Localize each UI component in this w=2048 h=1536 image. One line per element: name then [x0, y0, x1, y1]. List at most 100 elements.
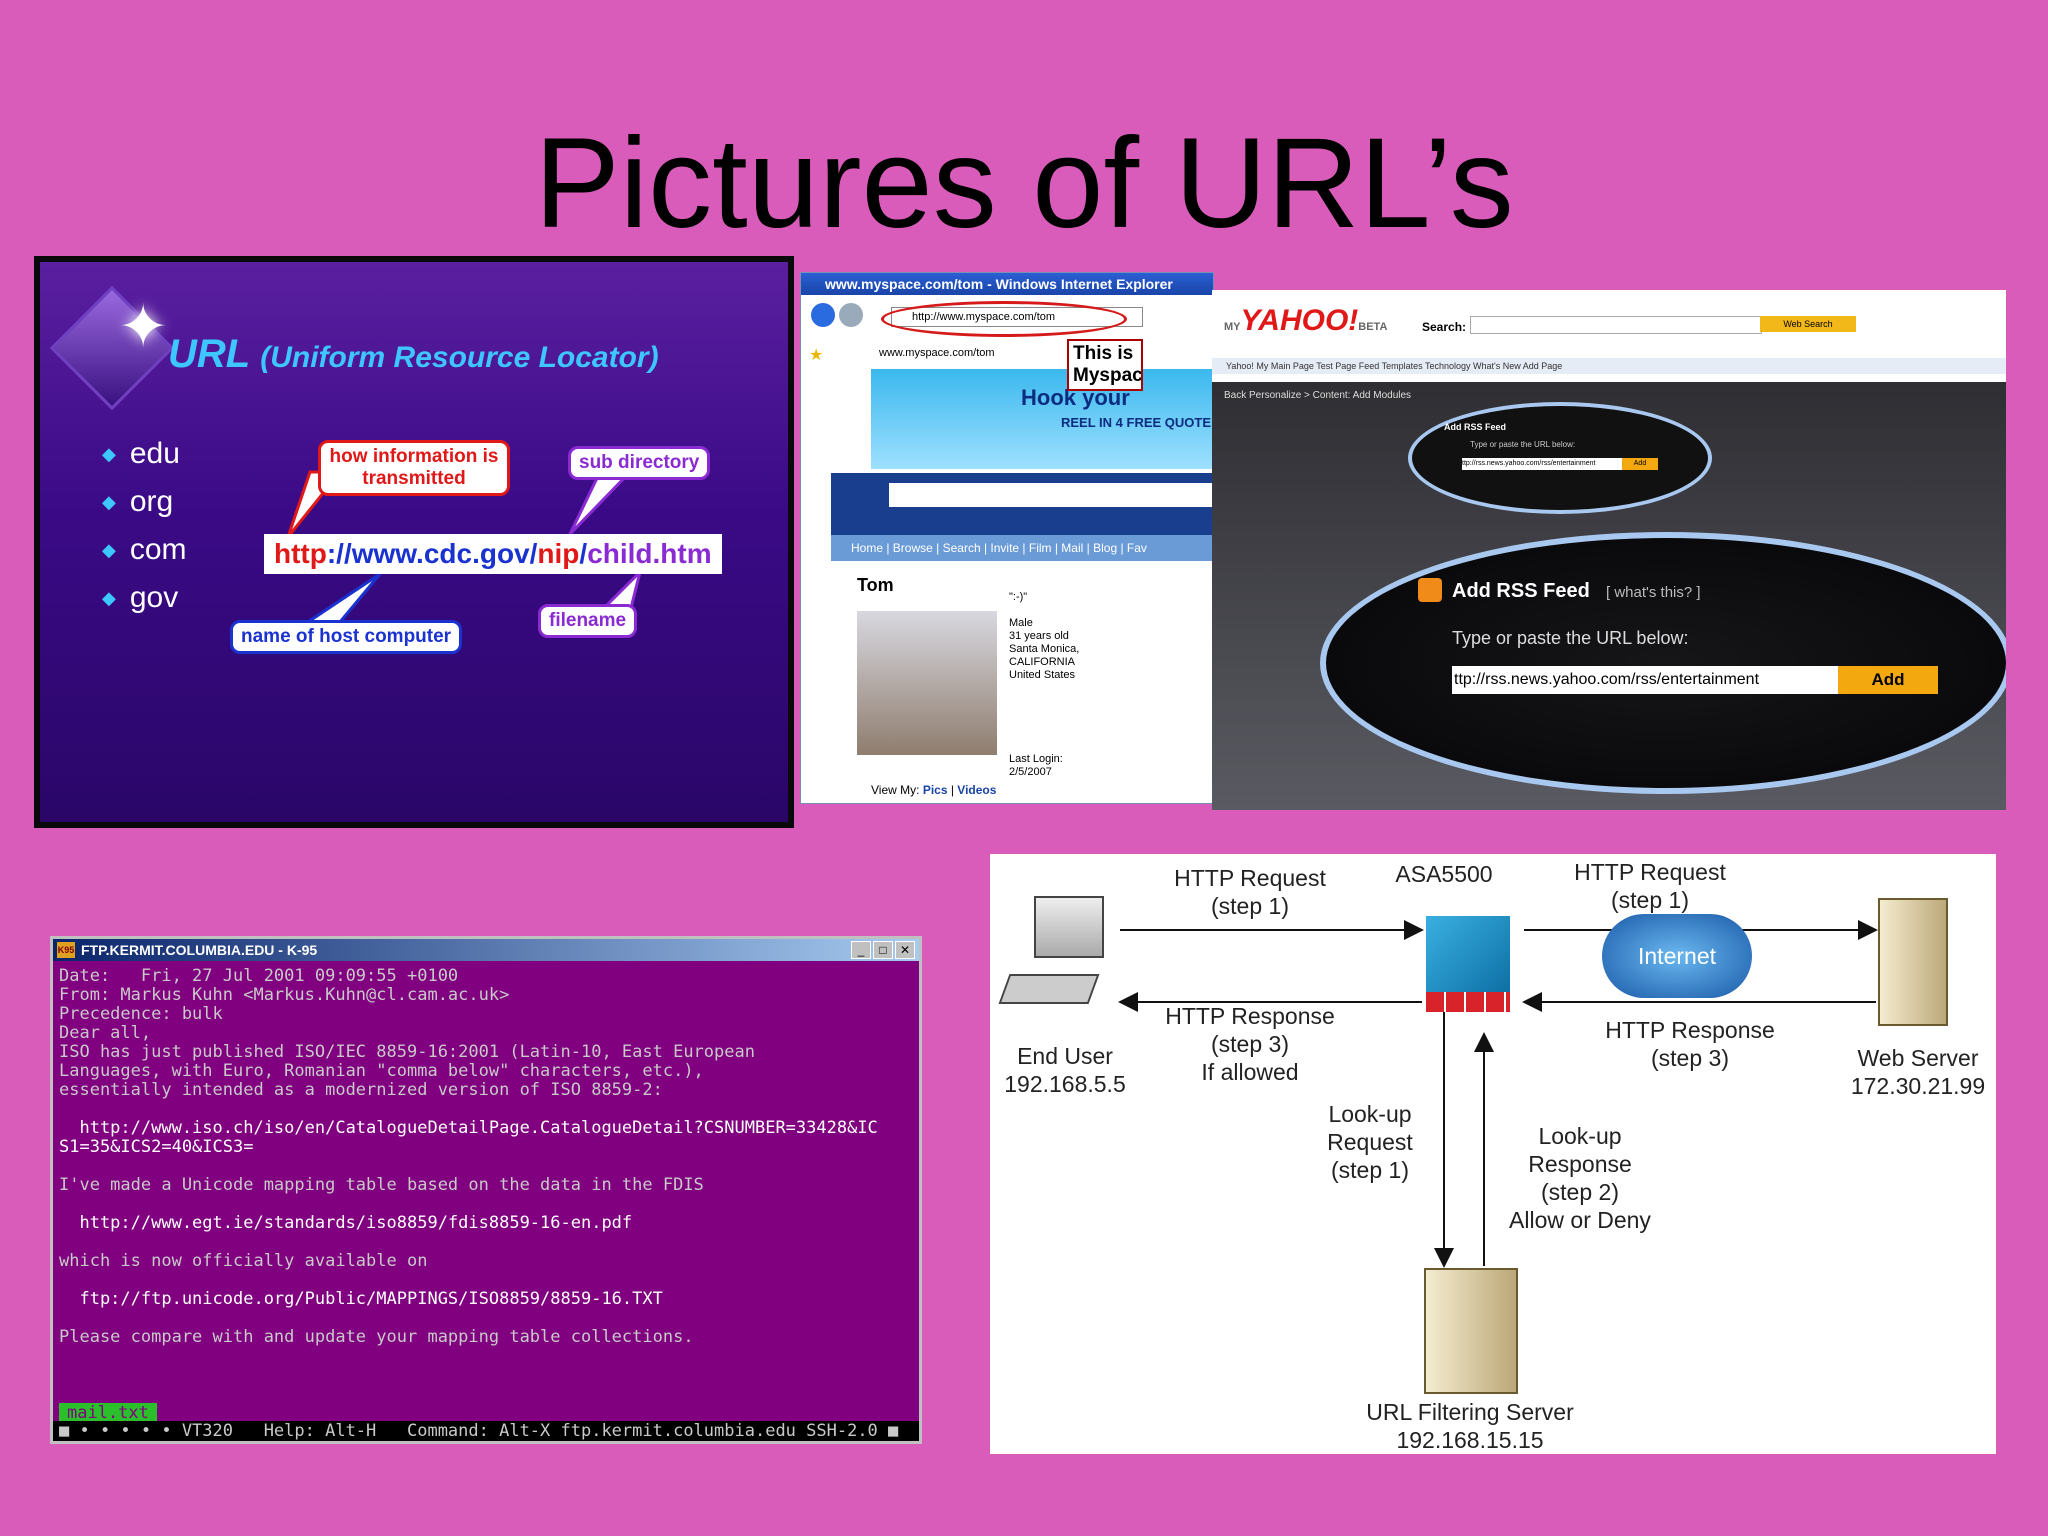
view-my-links: View My: Pics | Videos — [871, 783, 996, 797]
rss-icon — [1418, 578, 1442, 602]
end-user-label: End User — [1017, 1043, 1113, 1069]
profile-info-line: 31 years old — [1009, 630, 1069, 642]
ad-banner[interactable] — [871, 369, 1213, 469]
tld-label: edu — [129, 437, 180, 470]
end-user-ip: 192.168.5.5 — [1004, 1071, 1126, 1097]
k95-app-icon: K95 — [57, 942, 75, 958]
terminal-link: S1=35&ICS2=40&ICS3= — [59, 1137, 254, 1157]
diamond-bullet-icon: ◆ — [102, 588, 116, 608]
overlay-caption: This is Myspac — [1067, 339, 1143, 391]
web-server-label: Web Server — [1857, 1045, 1979, 1071]
videos-link[interactable]: Videos — [957, 783, 997, 797]
profile-info-line: Santa Monica, — [1009, 643, 1080, 655]
yahoo-nav[interactable]: Yahoo! My Main Page Test Page Feed Templ… — [1212, 358, 2006, 374]
response-step: (step 3) — [1211, 1031, 1289, 1057]
web-search-button[interactable]: Web Search — [1760, 316, 1856, 332]
page-title: Pictures of URL’s — [534, 112, 1514, 255]
add-button[interactable]: Add — [1838, 666, 1938, 694]
diamond-bullet-icon: ◆ — [102, 540, 116, 560]
back-icon[interactable] — [811, 303, 835, 327]
yahoo-search-input[interactable] — [1470, 316, 1762, 334]
breadcrumb[interactable]: Back Personalize > Content: Add Modules — [1224, 390, 1412, 401]
list-item: ◆gov — [102, 574, 187, 622]
yahoo-logo-beta: BETA — [1358, 321, 1388, 333]
lookup-response-step: (step 2) — [1541, 1179, 1619, 1205]
myspace-search-input[interactable] — [889, 483, 1213, 507]
response-label: HTTP Response — [1165, 1003, 1335, 1029]
response-condition: If allowed — [1201, 1059, 1299, 1085]
terminal-line: Date: Fri, 27 Jul 2001 09:09:55 +0100 — [59, 966, 459, 986]
profile-info: ":-)" Male 31 years old Santa Monica, CA… — [1009, 591, 1079, 682]
rss-title: Add RSS Feed — [1452, 580, 1590, 602]
web-server-ip: 172.30.21.99 — [1850, 1073, 1986, 1099]
profile-info-line: CALIFORNIA — [1009, 656, 1076, 668]
status-bar: ■ • • • • • VT320 Help: Alt-H Command: A… — [53, 1421, 919, 1441]
request-step: (step 1) — [1611, 887, 1689, 913]
view-my-label: View My: — [871, 783, 920, 797]
terminal-line: ISO has just published ISO/IEC 8859-16:2… — [59, 1042, 755, 1062]
terminal-title-bar: FTP.KERMIT.COLUMBIA.EDU - K-95 — [53, 939, 919, 961]
myspace-nav[interactable]: Home | Browse | Search | Invite | Film |… — [831, 535, 1213, 561]
list-item: ◆ com — [102, 526, 187, 574]
small-add-button[interactable]: Add — [1622, 458, 1658, 470]
terminal-line: which is now officially available on — [59, 1251, 428, 1271]
whats-this-link[interactable]: [ what's this? ] — [1606, 584, 1701, 601]
profile-mood: ":-)" — [1009, 591, 1028, 603]
tld-list: ◆edu ◆org ◆com ◆gov — [102, 430, 187, 622]
yahoo-logo-prefix: MY — [1224, 321, 1241, 333]
zoomed-rss-highlight — [1320, 532, 2006, 794]
list-item: ◆edu — [102, 430, 187, 478]
small-rss-title: Add RSS Feed — [1444, 422, 1507, 432]
myspace-screenshot: www.myspace.com/tom - Windows Internet E… — [800, 272, 1214, 804]
sparkle-icon: ✦ — [118, 293, 169, 360]
last-login: Last Login: 2/5/2007 — [1009, 753, 1063, 779]
request-label: HTTP Request — [1174, 865, 1326, 891]
firewall-icon — [1426, 916, 1510, 1006]
terminal-line: From: Markus Kuhn <Markus.Kuhn@cl.cam.ac… — [59, 985, 510, 1005]
profile-photo[interactable] — [857, 611, 997, 755]
filtering-server-label: URL Filtering Server — [1366, 1399, 1574, 1425]
window-controls: _□✕ — [849, 941, 915, 959]
filtering-server-ip: 192.168.15.15 — [1396, 1427, 1544, 1453]
browser-tab[interactable]: www.myspace.com/tom — [879, 347, 995, 359]
url-heading-main: URL — [168, 332, 251, 376]
url-host: ://www.cdc.gov/ — [326, 538, 538, 569]
computer-icon — [1034, 896, 1104, 958]
url-directory: nip — [537, 538, 580, 569]
lookup-request-label: Look-up — [1328, 1101, 1412, 1127]
web-server-icon — [1878, 898, 1948, 1026]
asa-label: ASA5500 — [1395, 861, 1493, 887]
terminal-line: Please compare with and update your mapp… — [59, 1327, 694, 1347]
terminal-link: http://www.egt.ie/standards/iso8859/fdis… — [59, 1213, 633, 1233]
small-rss-label: Type or paste the URL below: — [1470, 440, 1576, 449]
last-login-label: Last Login: — [1009, 753, 1063, 765]
maximize-icon[interactable]: □ — [873, 941, 893, 959]
yahoo-logo: MYYAHOO!BETA — [1224, 304, 1387, 338]
url-filename: child.htm — [587, 538, 712, 569]
yahoo-logo-text: YAHOO! — [1240, 304, 1359, 337]
file-tab[interactable]: mail.txt — [59, 1403, 157, 1423]
url-slide-image: ✦ URL(Uniform Resource Locator) ◆edu ◆or… — [34, 256, 794, 828]
forward-icon[interactable] — [839, 303, 863, 327]
firewall-bricks — [1426, 992, 1510, 1012]
close-icon[interactable]: ✕ — [895, 941, 915, 959]
tld-label: com — [129, 533, 187, 566]
url-heading: URL(Uniform Resource Locator) — [168, 332, 659, 377]
url-slash: / — [579, 538, 588, 569]
address-highlight — [881, 301, 1127, 337]
terminal-line: Languages, with Euro, Romanian "comma be… — [59, 1061, 704, 1081]
minimize-icon[interactable]: _ — [851, 941, 871, 959]
callout-filename: filename — [538, 604, 638, 638]
list-item: ◆org — [102, 478, 187, 526]
rss-url-input[interactable]: ttp://rss.news.yahoo.com/rss/entertainme… — [1452, 666, 1838, 694]
lookup-response-label: Look-up — [1538, 1123, 1622, 1149]
diamond-bullet-icon: ◆ — [102, 492, 116, 512]
ie-title-bar: www.myspace.com/tom - Windows Internet E… — [801, 273, 1213, 295]
small-rss-input[interactable]: ttp://rss.news.yahoo.com/rss/entertainme… — [1462, 458, 1622, 470]
pics-link[interactable]: Pics — [922, 783, 948, 797]
terminal-line: Precedence: bulk — [59, 1004, 223, 1024]
view-my-separator: | — [947, 783, 958, 797]
lookup-response-decision: Allow or Deny — [1509, 1207, 1651, 1233]
favorites-star-icon[interactable]: ★ — [809, 347, 824, 364]
rss-url-label: Type or paste the URL below: — [1452, 628, 1689, 648]
